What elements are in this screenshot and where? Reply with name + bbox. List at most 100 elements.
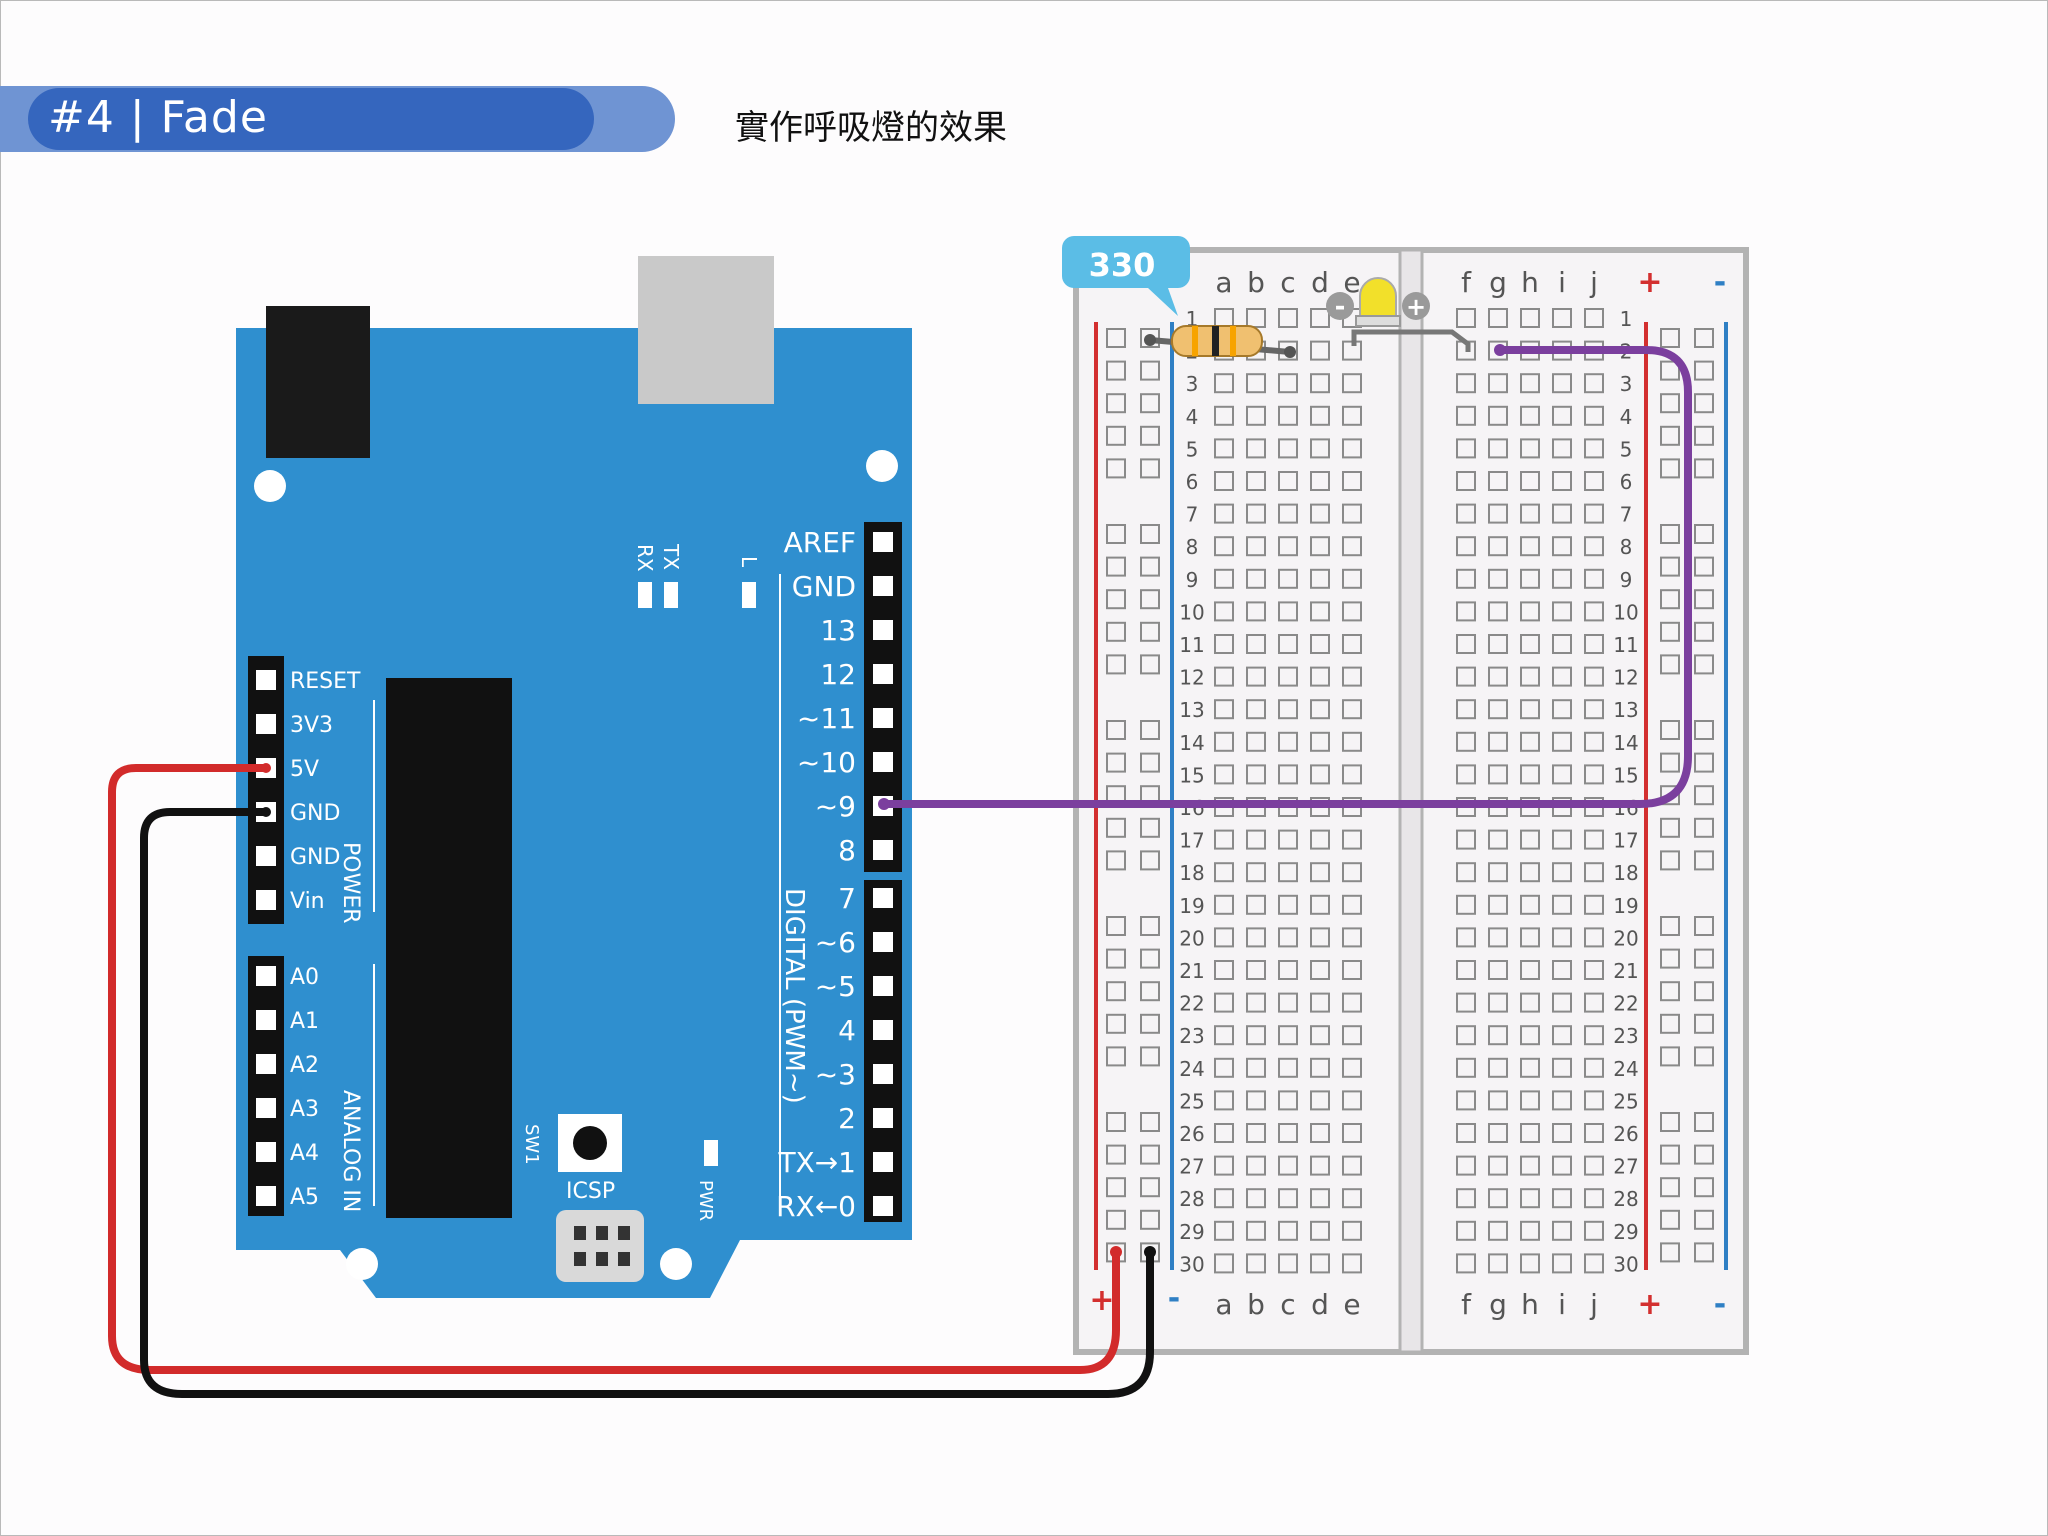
breadboard-hole: [1246, 666, 1266, 687]
row-number: 24: [1179, 1057, 1204, 1081]
breadboard-hole: [1584, 373, 1604, 394]
column-label: e: [1343, 266, 1360, 299]
breadboard-hole: [1342, 666, 1362, 687]
breadboard-hole: [1310, 373, 1330, 394]
rail-hole: [1106, 1013, 1126, 1034]
rail-hole: [1140, 1144, 1160, 1165]
rail-hole: [1140, 654, 1160, 675]
breadboard-hole: [1342, 438, 1362, 459]
breadboard-hole: [1456, 405, 1476, 426]
breadboard-hole: [1342, 568, 1362, 589]
breadboard-hole: [1246, 1155, 1266, 1176]
breadboard-hole: [1310, 405, 1330, 426]
analog-pin: [256, 1098, 276, 1118]
rail-hole: [1106, 556, 1126, 577]
rx-label: RX: [633, 544, 657, 572]
breadboard-hole: [1278, 666, 1298, 687]
row-number: 17: [1613, 829, 1638, 853]
breadboard-hole: [1278, 1025, 1298, 1046]
analog-pin: [256, 966, 276, 986]
breadboard-hole: [1456, 992, 1476, 1013]
breadboard-hole: [1584, 960, 1604, 980]
analog-pin: [256, 1142, 276, 1162]
rail-hole: [1694, 1177, 1714, 1198]
digital-pin-label: GND: [792, 570, 856, 603]
rail-hole: [1660, 916, 1680, 936]
row-number: 13: [1613, 698, 1638, 722]
breadboard-hole: [1246, 601, 1266, 622]
breadboard-hole: [1488, 960, 1508, 980]
breadboard-hole: [1520, 731, 1540, 752]
breadboard-hole: [1456, 960, 1476, 980]
breadboard-hole: [1246, 960, 1266, 980]
row-number: 20: [1613, 926, 1638, 950]
rail-hole: [1694, 425, 1714, 446]
breadboard-hole: [1520, 699, 1540, 720]
rail-hole: [1660, 1177, 1680, 1198]
breadboard-hole: [1456, 894, 1476, 915]
breadboard-hole: [1456, 536, 1476, 557]
breadboard-hole: [1488, 1025, 1508, 1046]
power-pin-label: Vin: [290, 889, 325, 914]
breadboard-hole: [1520, 568, 1540, 589]
breadboard-hole: [1214, 1025, 1234, 1046]
rail-hole: [1140, 524, 1160, 544]
rail-plus-label: +: [1089, 1283, 1114, 1318]
breadboard-hole: [1552, 862, 1572, 883]
wire-5v: [108, 764, 1120, 1374]
breadboard-hole: [1584, 764, 1604, 785]
row-number: 6: [1620, 470, 1633, 494]
breadboard-hole: [1456, 1090, 1476, 1111]
rail-hole: [1694, 360, 1714, 381]
row-number: 14: [1179, 731, 1204, 755]
rail-hole: [1140, 1209, 1160, 1230]
breadboard-hole: [1520, 764, 1540, 785]
analog-pin-label: A2: [290, 1053, 319, 1078]
breadboard-hole: [1278, 568, 1298, 589]
rail-hole: [1140, 1112, 1160, 1132]
breadboard-hole: [1310, 1188, 1330, 1209]
breadboard-hole: [1552, 601, 1572, 622]
breadboard-hole: [1552, 927, 1572, 948]
breadboard-hole: [1310, 960, 1330, 980]
breadboard-hole: [1584, 1155, 1604, 1176]
breadboard-hole: [1552, 1155, 1572, 1176]
breadboard-hole: [1584, 568, 1604, 589]
breadboard-hole: [1214, 601, 1234, 622]
breadboard-hole: [1456, 1025, 1476, 1046]
row-number: 15: [1179, 763, 1204, 787]
rail-hole: [1106, 360, 1126, 381]
breadboard-hole: [1488, 666, 1508, 687]
breadboard-hole: [1278, 829, 1298, 850]
rail-hole: [1106, 1209, 1126, 1230]
row-number: 22: [1613, 992, 1638, 1016]
breadboard-hole: [1552, 308, 1572, 328]
breadboard-hole: [1310, 503, 1330, 524]
row-number: 21: [1613, 959, 1638, 983]
breadboard-hole: [1552, 373, 1572, 394]
breadboard-hole: [1278, 1123, 1298, 1143]
power-pin: [256, 890, 276, 910]
breadboard-hole: [1520, 536, 1540, 557]
breadboard-hole: [1488, 471, 1508, 491]
breadboard-hole: [1342, 764, 1362, 785]
column-label: h: [1521, 266, 1539, 299]
breadboard-hole: [1246, 992, 1266, 1013]
breadboard-hole: [1342, 1025, 1362, 1046]
breadboard-hole: [1520, 1155, 1540, 1176]
breadboard-hole: [1584, 405, 1604, 426]
column-label: f: [1461, 1288, 1472, 1321]
row-number: 18: [1179, 861, 1204, 885]
breadboard-hole: [1456, 1253, 1476, 1274]
rail-hole: [1140, 393, 1160, 414]
breadboard-hole: [1584, 634, 1604, 654]
rail-hole: [1660, 589, 1680, 610]
column-label: d: [1311, 266, 1329, 299]
breadboard-hole: [1584, 1090, 1604, 1111]
breadboard-hole: [1310, 1025, 1330, 1046]
row-number: 30: [1179, 1252, 1204, 1276]
column-label: e: [1343, 1288, 1360, 1321]
breadboard-hole: [1278, 960, 1298, 980]
breadboard-hole: [1246, 405, 1266, 426]
breadboard-hole: [1214, 1090, 1234, 1111]
